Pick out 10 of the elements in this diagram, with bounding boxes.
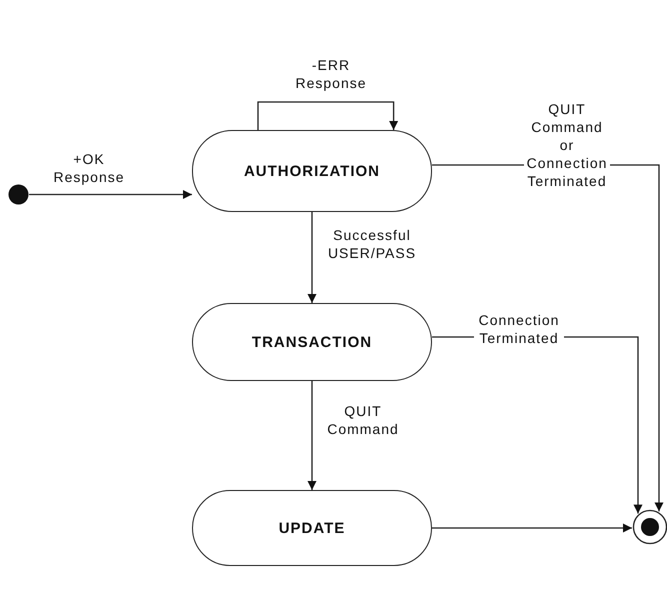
state-name: AUTHORIZATION xyxy=(244,162,380,180)
final-state-symbol xyxy=(632,509,667,545)
transition-arrow xyxy=(29,190,192,199)
transition-arrow xyxy=(432,524,632,532)
self-loop-arrow xyxy=(257,101,398,130)
initial-state-dot xyxy=(8,184,29,205)
state-name: TRANSACTION xyxy=(252,334,372,350)
state-name: UPDATE xyxy=(278,520,346,536)
transition-arrow xyxy=(308,212,316,303)
transition-arrow xyxy=(308,381,316,490)
